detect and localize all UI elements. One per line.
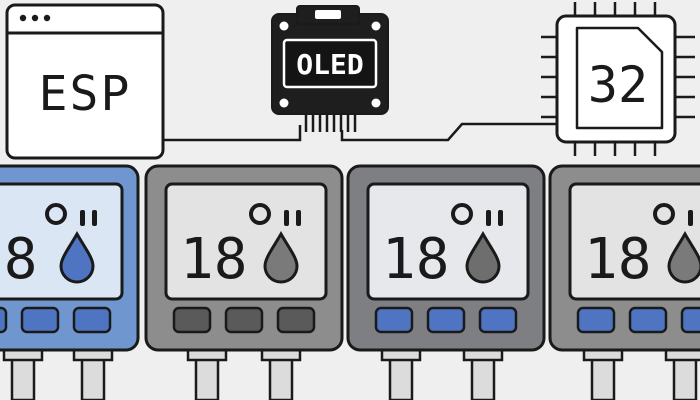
sensor-unit: 18 — [144, 164, 344, 400]
esp-label: ESP — [39, 66, 132, 122]
microchip-icon — [541, 2, 695, 156]
degree-icon — [451, 203, 473, 225]
humidity-drop-icon — [465, 230, 501, 284]
sensor-leg — [582, 343, 700, 400]
sensor-unit: 18 — [0, 164, 140, 400]
degree-icon — [249, 203, 271, 225]
sensor-reading: 18 — [382, 227, 449, 292]
oled-module: OLED — [271, 5, 389, 132]
connection-wires — [163, 122, 562, 142]
humidity-drop-icon — [59, 230, 95, 284]
oled-label: OLED — [296, 48, 363, 81]
browser-window-icon — [5, 3, 165, 160]
sensor-reading: 18 — [180, 227, 247, 292]
sensor-leg — [380, 343, 504, 400]
oled-display-module-icon — [271, 5, 389, 132]
sensor-buttons — [576, 306, 700, 334]
sensor-buttons — [172, 306, 316, 334]
degree-icon — [45, 203, 67, 225]
degree-icon — [653, 203, 675, 225]
esp-module: ESP — [5, 3, 165, 160]
chip-module: 32 — [541, 2, 695, 156]
sensor-screen — [568, 182, 700, 301]
sensor-buttons — [374, 306, 518, 334]
sensor-leg — [186, 343, 302, 400]
humidity-drop-icon — [667, 230, 700, 284]
sensor-reading: 18 — [0, 227, 37, 292]
wire-oled-to-chip — [340, 122, 562, 142]
sensor-leg — [2, 343, 114, 400]
humidity-drop-icon — [263, 230, 299, 284]
sensor-buttons — [0, 306, 112, 334]
sensor-unit: 18 — [548, 164, 700, 400]
sensor-row: 18 18 — [0, 164, 700, 400]
wire-esp-to-oled — [163, 125, 302, 142]
sensor-unit: 18 — [346, 164, 546, 400]
sensor-reading: 18 — [584, 227, 651, 292]
chip-label: 32 — [588, 56, 648, 114]
